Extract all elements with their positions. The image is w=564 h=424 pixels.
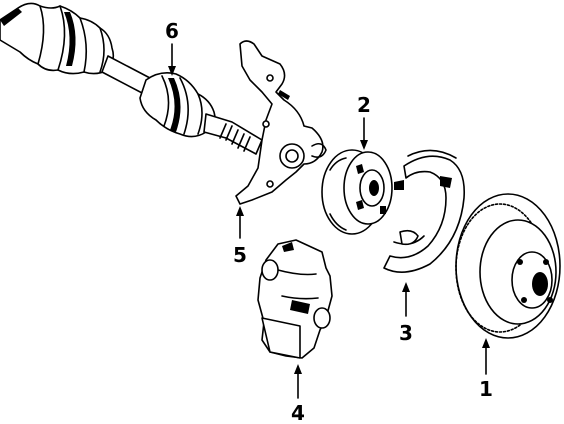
callout-4: 4 (291, 401, 305, 424)
callout-1: 1 (479, 377, 493, 401)
callout-5: 5 (233, 243, 247, 267)
callout-2: 2 (357, 93, 371, 117)
steering-knuckle (235, 40, 327, 205)
callout-3: 3 (399, 321, 413, 345)
callout-leaders (168, 43, 490, 399)
brake-rotor (455, 193, 561, 339)
drive-axle-shaft (0, 2, 263, 155)
splash-shield (383, 149, 466, 273)
callout-6: 6 (165, 19, 179, 43)
brake-caliper (257, 239, 333, 359)
hub-bearing (321, 149, 404, 235)
